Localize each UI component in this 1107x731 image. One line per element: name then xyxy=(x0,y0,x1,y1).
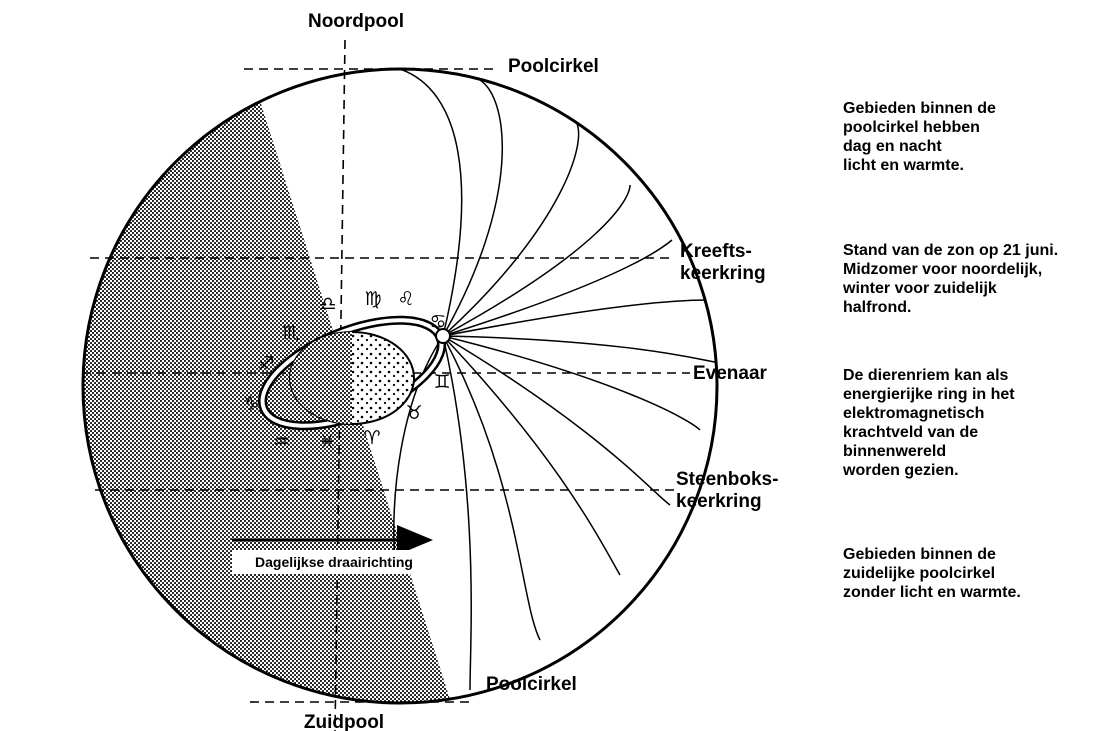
zodiac-aquarius: ♒ xyxy=(273,431,290,453)
note-sun-position: Stand van de zon op 21 juni. Midzomer vo… xyxy=(843,241,1105,317)
zodiac-cancer: ♋ xyxy=(429,311,446,333)
note-south-polar: Gebieden binnen de zuidelijke poolcirkel… xyxy=(843,545,1105,602)
zodiac-leo: ♌ xyxy=(397,288,414,310)
zodiac-taurus: ♉ xyxy=(405,402,422,424)
inner-globe xyxy=(290,332,414,424)
zodiac-gemini: ♊ xyxy=(433,371,450,393)
note-north-polar: Gebieden binnen de poolcirkel hebben dag… xyxy=(843,99,1105,175)
zodiac-virgo: ♍ xyxy=(364,288,381,310)
equator-label: Evenaar xyxy=(693,363,768,384)
zodiac-scorpio: ♏ xyxy=(282,322,299,344)
zodiac-capricorn: ♑ xyxy=(242,393,259,415)
rotation-label: Dagelijkse draairichting xyxy=(255,554,413,570)
zodiac-aries: ♈ xyxy=(363,427,380,449)
south-pole-label: Zuidpool xyxy=(304,712,384,731)
polar-circle-top-label: Poolcirkel xyxy=(508,56,599,77)
tropic-capricorn-label-1: Steenboks- xyxy=(676,469,778,490)
polar-circle-bottom-label: Poolcirkel xyxy=(486,674,577,695)
zodiac-pisces: ♓ xyxy=(318,431,335,453)
tropic-cancer-label-1: Kreefts- xyxy=(680,241,752,262)
zodiac-sagittarius: ♐ xyxy=(257,353,274,375)
tropic-cancer-label-2: keerkring xyxy=(680,263,766,284)
zodiac-libra: ♎ xyxy=(319,293,336,315)
note-zodiac-ring: De dierenriem kan als energierijke ring … xyxy=(843,366,1105,480)
north-pole-label: Noordpool xyxy=(308,11,404,32)
tropic-capricorn-label-2: keerkring xyxy=(676,491,762,512)
